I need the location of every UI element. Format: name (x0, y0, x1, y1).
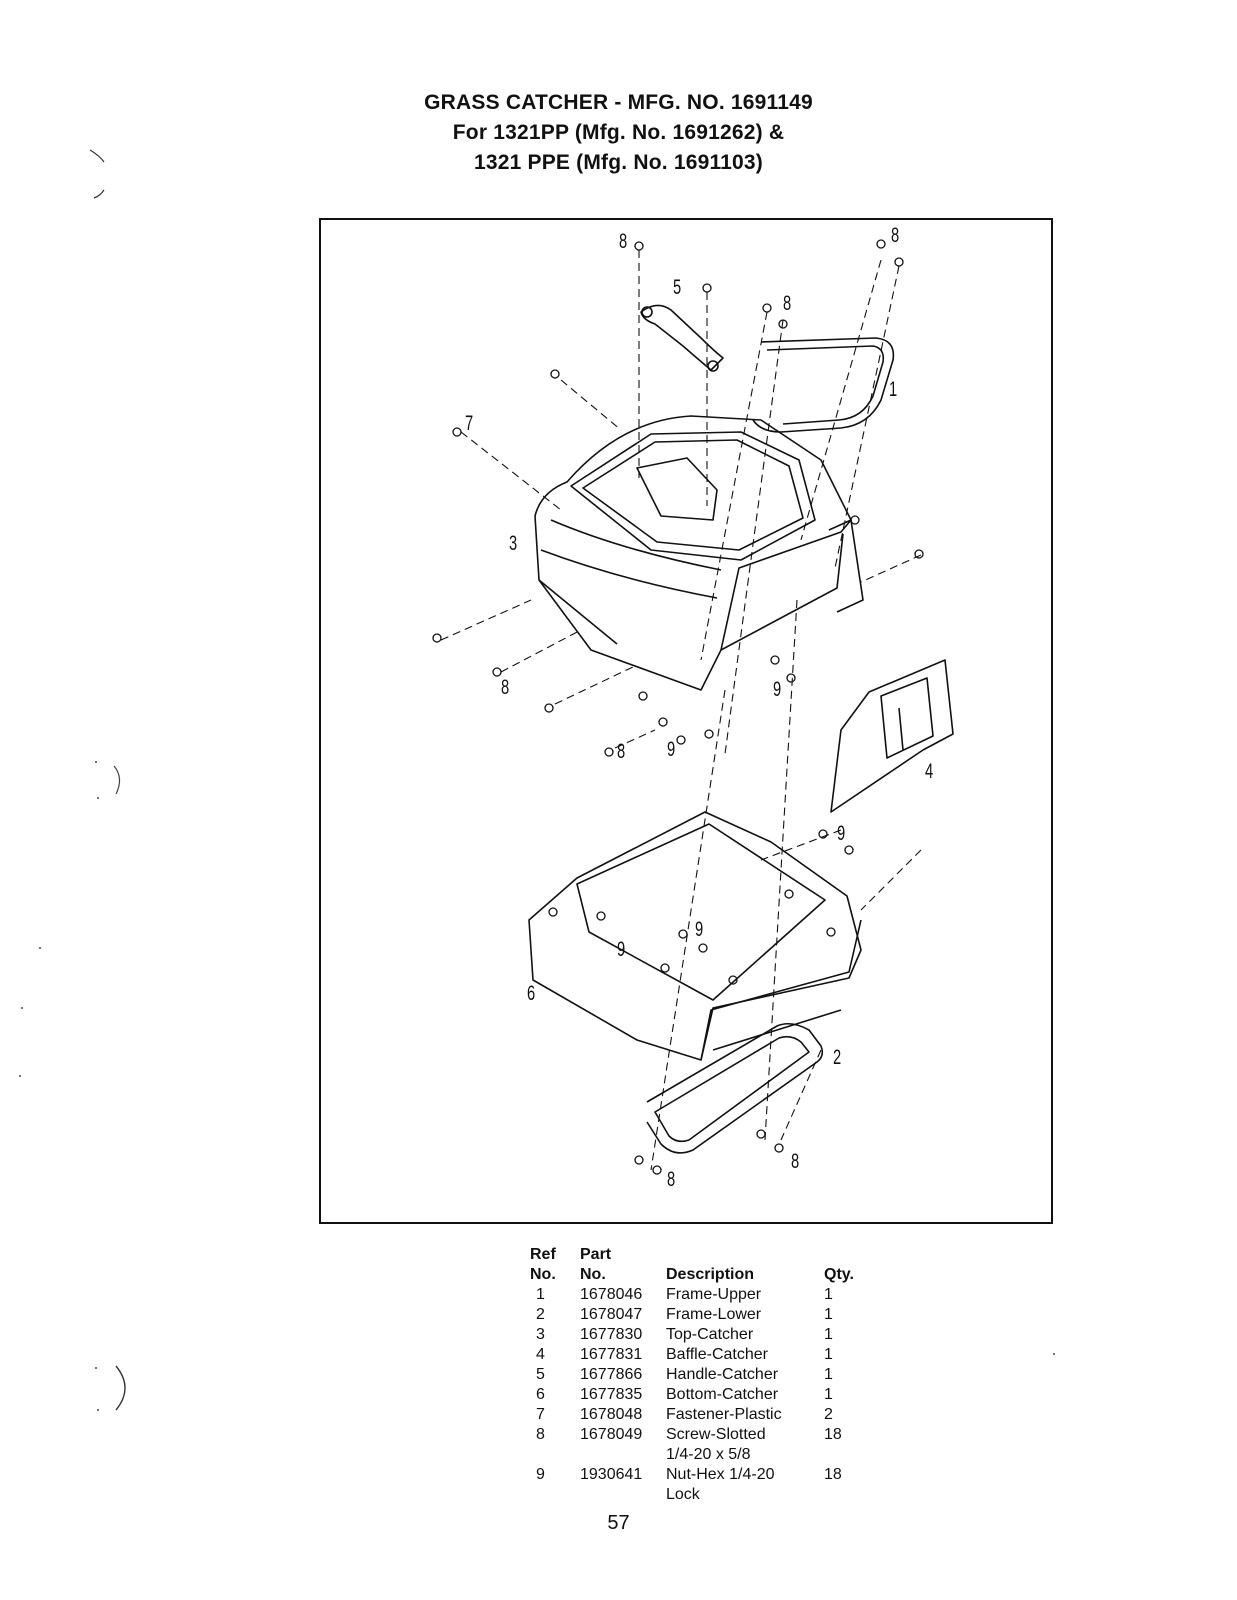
frame-lower-part (646, 1022, 824, 1154)
row-description: Handle-Catcher (666, 1366, 779, 1383)
row-description-line2: Lock (666, 1486, 700, 1503)
exploded-view-diagram: 8 5 8 8 1 7 3 8 8 9 9 4 9 9 9 6 2 8 8 (319, 218, 1053, 1224)
header-part: Part (580, 1246, 612, 1263)
row-part-no: 1678048 (580, 1406, 643, 1423)
grass-catcher-drawing (432, 239, 954, 1175)
row-qty: 1 (824, 1326, 833, 1343)
title-line-2: For 1321PP (Mfg. No. 1691262) & (452, 121, 785, 144)
callout-label: 8 (619, 230, 628, 253)
table-row: 2 1678047 Frame-Lower 1 (530, 1305, 864, 1325)
header-qty: Qty. (824, 1266, 854, 1283)
page-title-block: GRASS CATCHER - MFG. NO. 1691149 For 132… (0, 88, 1237, 178)
row-description-line1: Nut-Hex 1/4-20 (666, 1466, 775, 1483)
row-qty: 1 (824, 1366, 833, 1383)
callout-label: 9 (667, 738, 676, 761)
row-qty: 2 (824, 1406, 833, 1423)
row-qty: 1 (824, 1286, 833, 1303)
table-row: 1 1678046 Frame-Upper 1 (530, 1285, 864, 1305)
row-qty: 1 (824, 1306, 833, 1323)
callout-label: 8 (891, 224, 900, 247)
callout-label: 1 (889, 378, 898, 401)
row-ref: 5 (536, 1366, 545, 1383)
bottom-catcher-part (528, 811, 862, 1061)
table-row: 9 1930641 Nut-Hex 1/4-20 Lock 18 (530, 1465, 864, 1505)
callout-label: 9 (617, 938, 626, 961)
title-line-3: 1321 PPE (Mfg. No. 1691103) (473, 151, 764, 174)
callout-label: 5 (673, 276, 682, 299)
table-header-row-1: Ref Part (530, 1245, 864, 1265)
callout-label: 8 (791, 1150, 800, 1173)
row-part-no: 1677866 (580, 1366, 643, 1383)
row-description: Nut-Hex 1/4-20 Lock (666, 1465, 824, 1505)
row-ref: 7 (536, 1406, 545, 1423)
row-qty: 1 (824, 1346, 833, 1363)
row-description: Fastener-Plastic (666, 1406, 782, 1423)
row-ref: 6 (536, 1386, 545, 1403)
callout-label: 3 (509, 532, 518, 555)
row-part-no: 1677830 (580, 1326, 643, 1343)
table-row: 5 1677866 Handle-Catcher 1 (530, 1365, 864, 1385)
row-ref: 8 (536, 1426, 545, 1443)
row-description-line1: Screw-Slotted (666, 1426, 766, 1443)
title-line-1: GRASS CATCHER - MFG. NO. 1691149 (424, 91, 813, 114)
callout-label: 6 (527, 982, 536, 1005)
callout-label: 7 (465, 412, 474, 435)
callout-label: 9 (773, 678, 782, 701)
row-qty: 1 (824, 1386, 833, 1403)
callout-label: 4 (925, 760, 934, 783)
row-description: Baffle-Catcher (666, 1346, 768, 1363)
callout-label: 8 (783, 292, 792, 315)
row-part-no: 1678049 (580, 1426, 643, 1443)
margin-scan-marks (19, 149, 126, 1411)
parts-list-table: Ref Part No. No. Description Qty. 1 1678… (530, 1245, 864, 1505)
header-ref-no: No. (530, 1266, 556, 1283)
table-row: 6 1677835 Bottom-Catcher 1 (530, 1385, 864, 1405)
row-qty: 18 (824, 1466, 842, 1483)
row-part-no: 1677831 (580, 1346, 643, 1363)
baffle-catcher-part (830, 659, 954, 813)
row-part-no: 1678047 (580, 1306, 643, 1323)
table-row: 4 1677831 Baffle-Catcher 1 (530, 1345, 864, 1365)
table-header-row-2: No. No. Description Qty. (530, 1265, 864, 1285)
row-description: Frame-Lower (666, 1306, 762, 1323)
row-ref: 2 (536, 1306, 545, 1323)
right-margin-dot (1053, 1353, 1055, 1355)
row-part-no: 1930641 (580, 1466, 643, 1483)
row-ref: 4 (536, 1346, 545, 1363)
row-part-no: 1677835 (580, 1386, 643, 1403)
header-description: Description (666, 1266, 755, 1283)
callout-label: 8 (667, 1168, 676, 1191)
header-ref: Ref (530, 1246, 556, 1263)
row-description: Bottom-Catcher (666, 1386, 779, 1403)
row-description-line2: 1/4-20 x 5/8 (666, 1446, 751, 1463)
row-ref: 1 (536, 1286, 545, 1303)
frame-upper-part (752, 337, 895, 433)
table-row: 7 1678048 Fastener-Plastic 2 (530, 1405, 864, 1425)
row-qty: 18 (824, 1426, 842, 1443)
callout-label: 8 (617, 740, 626, 763)
row-part-no: 1678046 (580, 1286, 643, 1303)
page-number: 57 (607, 1512, 630, 1534)
callout-label: 9 (837, 822, 846, 845)
row-description: Screw-Slotted 1/4-20 x 5/8 (666, 1425, 824, 1465)
header-part-no: No. (580, 1266, 606, 1283)
row-ref: 3 (536, 1326, 545, 1343)
row-description: Frame-Upper (666, 1286, 762, 1303)
handle-catcher-part (640, 304, 724, 371)
row-ref: 9 (536, 1466, 545, 1483)
callout-label: 8 (501, 676, 510, 699)
row-description: Top-Catcher (666, 1326, 754, 1343)
callout-label: 2 (833, 1046, 842, 1069)
top-catcher-part (534, 415, 852, 691)
table-row: 8 1678049 Screw-Slotted 1/4-20 x 5/8 18 (530, 1425, 864, 1465)
table-row: 3 1677830 Top-Catcher 1 (530, 1325, 864, 1345)
callout-label: 9 (695, 918, 704, 941)
